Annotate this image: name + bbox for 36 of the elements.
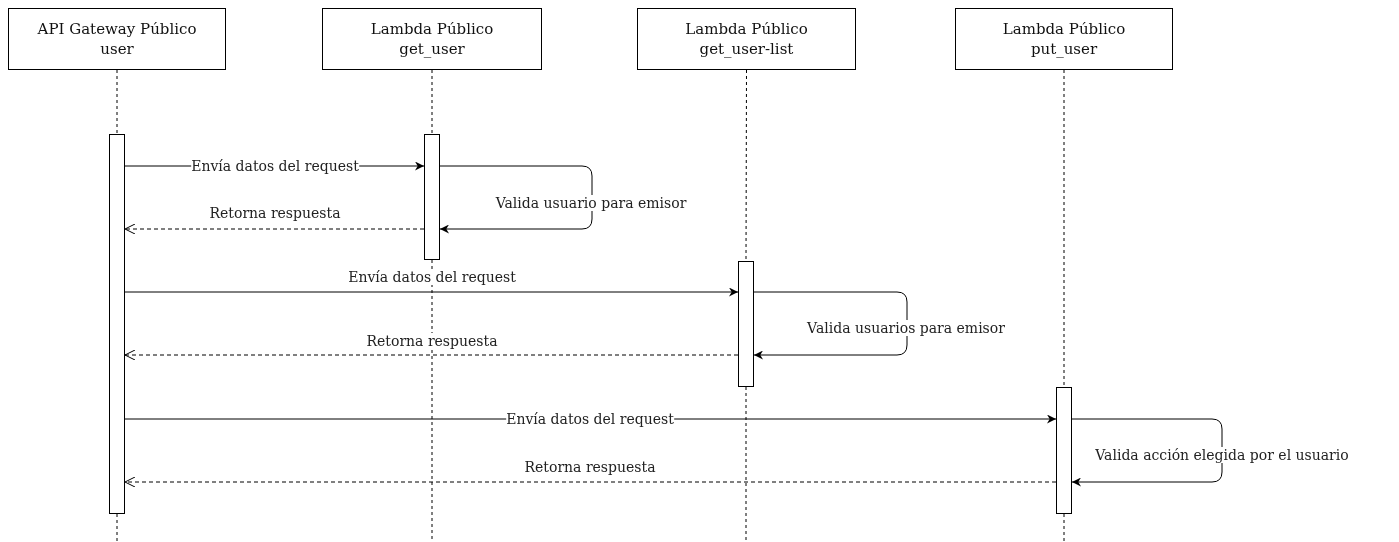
message-arrow [439, 165, 593, 234]
message-arrow [1071, 418, 1223, 487]
edge-label: Envía datos del request [506, 411, 674, 427]
participant-label: Lambda Público [370, 19, 494, 39]
participant-label: user [100, 39, 134, 59]
lifeline [745, 69, 747, 262]
edge-label: Valida usuarios para emisor [807, 320, 1005, 336]
message-arrow [124, 349, 739, 361]
lifeline [431, 69, 433, 135]
lifeline [116, 69, 118, 135]
participant-label: put_user [1030, 39, 1098, 59]
edge-label: Valida acción elegida por el usuario [1095, 447, 1349, 463]
message-arrow [124, 476, 1057, 488]
participant-label: get_user-list [699, 39, 794, 59]
edge-label: Envía datos del request [191, 158, 359, 174]
lifeline [1063, 69, 1065, 388]
participant-label: API Gateway Público [37, 19, 197, 39]
participant-box [637, 8, 856, 70]
participant-label: Lambda Público [685, 19, 808, 39]
participant-label: Lambda Público [1002, 19, 1126, 39]
edge-label: Valida usuario para emisor [495, 195, 687, 211]
activation-bar [424, 134, 440, 260]
edge-label: Envía datos del request [348, 269, 516, 285]
activation-bar [738, 261, 754, 387]
activation-bar [109, 134, 125, 514]
edge-label: Retorna respuesta [209, 205, 341, 221]
message-arrow [753, 291, 908, 360]
message-arrow [124, 223, 425, 235]
message-arrow [124, 287, 739, 297]
participant-box [322, 8, 542, 70]
edge-label: Retorna respuesta [524, 459, 656, 475]
participant-box [955, 8, 1173, 70]
participant-label: get_user [399, 39, 465, 59]
activation-bar [1056, 387, 1072, 514]
edge-label: Retorna respuesta [366, 333, 498, 349]
participant-box [8, 8, 226, 70]
